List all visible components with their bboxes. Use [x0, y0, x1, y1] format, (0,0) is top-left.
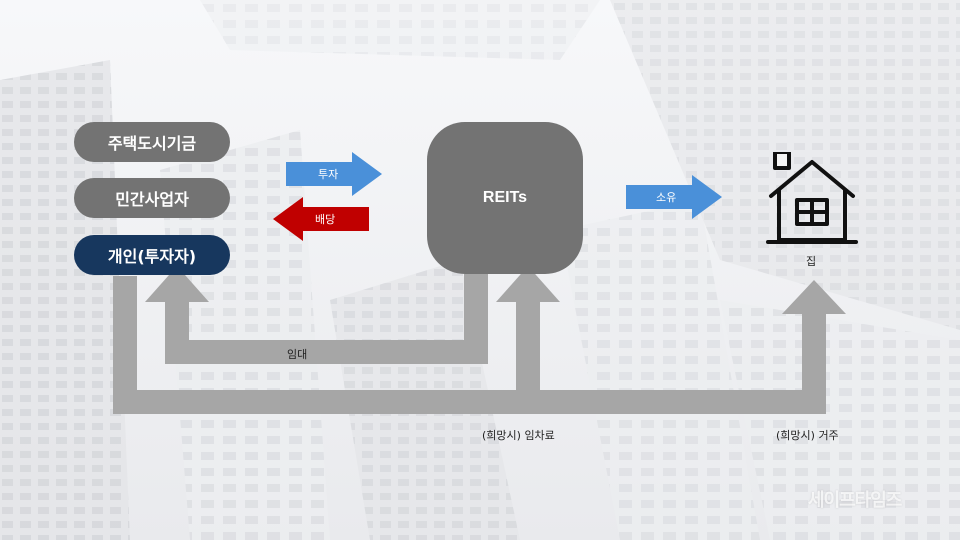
lease-flow-up: [165, 300, 189, 364]
node-housing-fund: 주택도시기금: [74, 122, 230, 162]
lease-label: 임대: [287, 348, 308, 361]
rent-flow-bottom: [113, 390, 826, 414]
node-individual-investor: 개인(투자자): [74, 235, 230, 275]
house-icon: [766, 152, 858, 244]
rent-arrowhead: [496, 266, 560, 302]
residence-arrowhead: [782, 280, 846, 314]
own-label: 소유: [656, 191, 677, 204]
invest-label: 투자: [318, 168, 339, 181]
node-private-developer: 민간사업자: [74, 178, 230, 218]
publisher-watermark: 세이프타임즈: [808, 490, 902, 511]
own-arrow: [626, 175, 722, 219]
dividend-arrow: [273, 197, 369, 241]
dividend-label: 배당: [315, 213, 336, 226]
house-label: 집: [806, 255, 817, 268]
node-reits: REITs: [427, 122, 583, 274]
invest-arrow: [286, 152, 382, 196]
lease-flow-bottom: [165, 340, 488, 364]
rent-flow-up: [516, 300, 540, 414]
rent-label: (희망시) 임차료: [482, 429, 555, 442]
residence-label: (희망시) 거주: [776, 429, 839, 442]
residence-flow-up: [802, 312, 826, 414]
lease-arrowhead: [145, 266, 209, 302]
